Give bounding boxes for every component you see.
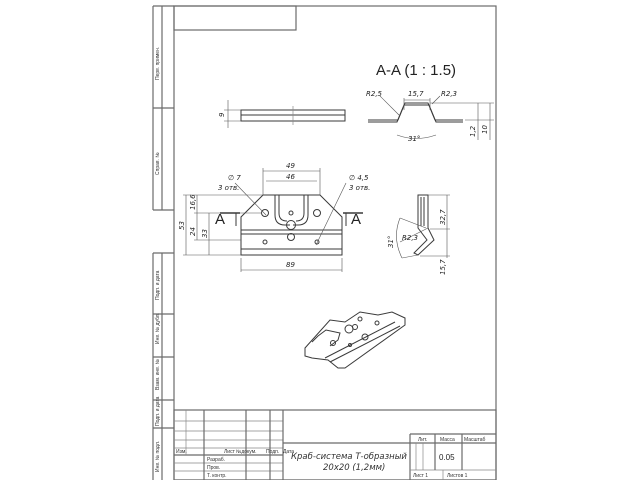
dim-section-sheet: 1,2 <box>469 125 477 137</box>
drawing-frame <box>173 5 497 480</box>
tb-header-ndokum: №докум. <box>236 449 257 455</box>
tb-header-izm: Изм. <box>176 449 187 455</box>
dim-section-r-left: R2,5 <box>366 90 383 98</box>
tb-row-prov: Пров. <box>207 465 220 471</box>
stamp-inv-dubl: Инв. № дубл. <box>155 313 161 344</box>
stamp-vzam-inv: Взам. инв. № <box>155 359 161 390</box>
stamp-podp-data-1: Подп. и дата <box>155 270 161 300</box>
dim-plan-length: 89 <box>286 261 295 269</box>
tb-masshtab-label: Масштаб <box>464 437 486 443</box>
stamp-inv-podl: Инв. № подл. <box>155 441 161 472</box>
dim-side-h-top: 32,7 <box>439 209 447 225</box>
tb-name-line1: Краб-система Т-образный <box>291 452 407 462</box>
tb-header-list: Лист <box>224 449 236 455</box>
stamp-podp-data-2: Подп. и дата <box>155 396 161 426</box>
stamp-perv-primen: Перв. примен. <box>155 47 161 80</box>
dim-plan-hole-large: ∅ 7 <box>228 174 241 182</box>
tb-lit-label: Лит. <box>418 437 427 443</box>
section-aa-view <box>368 95 494 140</box>
dim-plan-h-1: 16,6 <box>189 194 197 210</box>
dim-section-height: 10 <box>481 125 489 134</box>
isometric-view <box>304 311 406 369</box>
dim-plan-h-total: 53 <box>178 221 186 230</box>
tb-row-tkontr: Т. контр. <box>207 473 227 479</box>
dim-section-width: 15,7 <box>408 90 424 98</box>
dim-top-thickness: 9 <box>218 112 226 117</box>
tb-list-label: Лист 1 <box>413 473 428 479</box>
stamp-sprav-no: Справ. № <box>155 152 161 175</box>
dim-side-h-bottom: 15,7 <box>439 259 447 275</box>
tb-listov-label: Листов 1 <box>447 473 468 479</box>
dim-plan-w-outer: 49 <box>286 162 295 170</box>
top-edge-view <box>224 100 346 128</box>
section-marker-right: A <box>351 211 361 228</box>
dim-section-angle: 31° <box>408 135 420 143</box>
section-marker-left: A <box>215 211 225 228</box>
dim-plan-w-inner: 46 <box>286 173 295 181</box>
dim-side-angle: 31° <box>387 236 395 248</box>
side-view <box>396 194 450 259</box>
left-side-stamps <box>152 5 174 480</box>
tb-name-line2: 20х20 (1,2мм) <box>323 463 385 473</box>
dim-plan-hole-small: ∅ 4,5 <box>349 174 369 182</box>
dim-plan-h-2: 24 <box>189 227 197 236</box>
top-left-stamp-box <box>173 5 297 31</box>
tb-header-podp: Подп. <box>266 449 279 455</box>
dim-section-r-right: R2,3 <box>441 90 457 98</box>
dim-plan-h-3: 33 <box>201 229 209 238</box>
tb-row-razrab: Разраб. <box>207 457 225 463</box>
dim-plan-hole-small-count: 3 отв. <box>349 184 370 192</box>
section-title: A-A (1 : 1.5) <box>376 62 456 79</box>
plan-view <box>183 168 363 272</box>
title-block <box>173 409 497 480</box>
dim-side-radius: R2,3 <box>402 234 418 242</box>
dim-plan-hole-large-count: 3 отв. <box>218 184 239 192</box>
tb-massa-value: 0.05 <box>439 453 455 462</box>
tb-header-data: Дата <box>283 449 294 455</box>
tb-massa-label: Масса <box>440 437 455 443</box>
